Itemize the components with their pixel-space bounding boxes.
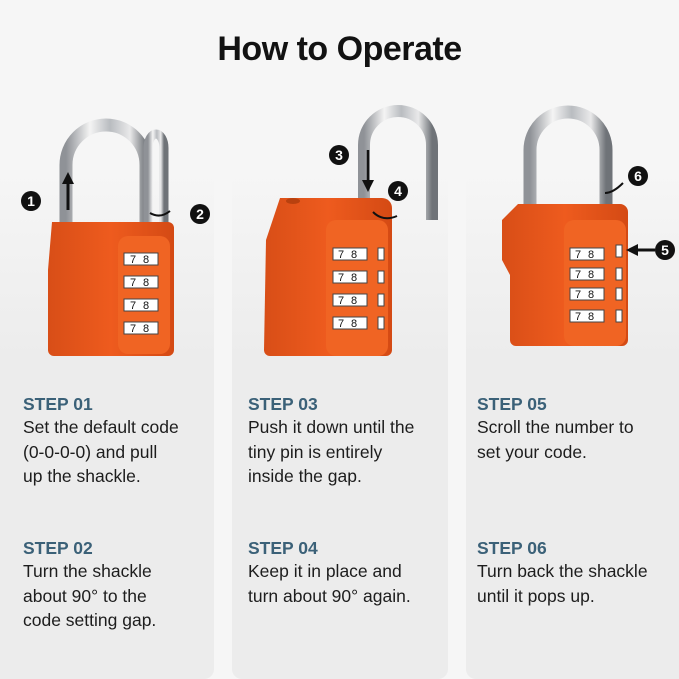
page-title: How to Operate xyxy=(217,30,462,68)
svg-text:8: 8 xyxy=(588,269,594,281)
svg-text:8: 8 xyxy=(351,295,357,307)
svg-text:8: 8 xyxy=(351,272,357,284)
step-heading: STEP 03 xyxy=(248,394,318,414)
svg-text:8: 8 xyxy=(351,249,357,261)
svg-text:8: 8 xyxy=(143,323,149,335)
step-03: STEP 03 Push it down until the tiny pin … xyxy=(248,393,414,489)
step-text: Keep it in place and turn about 90° agai… xyxy=(248,561,411,606)
svg-text:7: 7 xyxy=(575,289,581,301)
svg-text:7: 7 xyxy=(338,272,344,284)
svg-text:7: 7 xyxy=(130,254,136,266)
svg-text:8: 8 xyxy=(588,249,594,261)
step-heading: STEP 04 xyxy=(248,538,318,558)
svg-text:8: 8 xyxy=(588,311,594,323)
svg-text:8: 8 xyxy=(143,277,149,289)
svg-text:8: 8 xyxy=(351,318,357,330)
step-heading: STEP 05 xyxy=(477,394,547,414)
step-04: STEP 04 Keep it in place and turn about … xyxy=(248,537,411,608)
svg-text:7: 7 xyxy=(575,311,581,323)
step-text: Turn back the shackle until it pops up. xyxy=(477,561,648,606)
step-heading: STEP 01 xyxy=(23,394,93,414)
svg-text:7: 7 xyxy=(130,323,136,335)
svg-text:7: 7 xyxy=(575,269,581,281)
step-heading: STEP 02 xyxy=(23,538,93,558)
svg-text:8: 8 xyxy=(588,289,594,301)
step-text: Push it down until the tiny pin is entir… xyxy=(248,417,415,486)
step-01: STEP 01 Set the default code (0-0-0-0) a… xyxy=(23,393,179,489)
svg-text:7: 7 xyxy=(130,277,136,289)
marker-2-icon: 2 xyxy=(190,204,210,224)
step-text: Set the default code (0-0-0-0) and pull … xyxy=(23,417,179,486)
svg-text:7: 7 xyxy=(130,300,136,312)
marker-3-icon: 3 xyxy=(329,145,349,165)
step-heading: STEP 06 xyxy=(477,538,547,558)
step-05: STEP 05 Scroll the number to set your co… xyxy=(477,393,634,464)
step-06: STEP 06 Turn back the shackle until it p… xyxy=(477,537,648,608)
svg-text:7: 7 xyxy=(338,295,344,307)
marker-4-icon: 4 xyxy=(388,181,408,201)
marker-1-icon: 1 xyxy=(21,191,41,211)
svg-text:7: 7 xyxy=(338,318,344,330)
marker-5-icon: 5 xyxy=(655,240,675,260)
svg-text:8: 8 xyxy=(143,254,149,266)
step-02: STEP 02 Turn the shackle about 90° to th… xyxy=(23,537,156,633)
svg-text:7: 7 xyxy=(575,249,581,261)
svg-text:7: 7 xyxy=(338,249,344,261)
svg-text:8: 8 xyxy=(143,300,149,312)
step-text: Scroll the number to set your code. xyxy=(477,417,634,462)
marker-6-icon: 6 xyxy=(628,166,648,186)
step-text: Turn the shackle about 90° to the code s… xyxy=(23,561,157,630)
